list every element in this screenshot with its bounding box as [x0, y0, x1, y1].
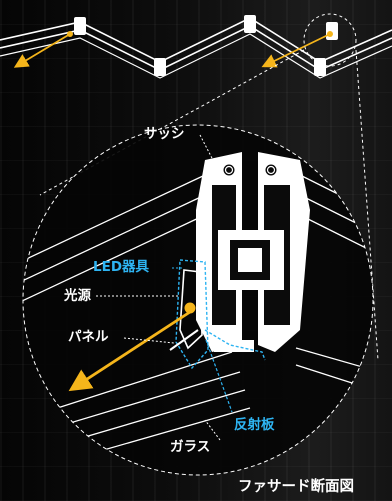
detail-leader-line: [39, 49, 305, 196]
sash-label: サッシ: [144, 126, 185, 142]
diagram-caption: ファサード断面図: [238, 479, 354, 495]
led-housing: [179, 269, 203, 350]
mullion-nodes: [74, 15, 338, 76]
glass-label: ガラス: [170, 439, 211, 455]
light-source-dot: [184, 302, 196, 314]
reflector-outline: [204, 329, 266, 361]
panel-diffuser: [169, 329, 199, 351]
reflector-leader: [205, 339, 233, 413]
led-fixture-outline: [175, 259, 209, 370]
light-arrows-small: [13, 33, 331, 68]
detail-marker-circle: [303, 13, 357, 67]
facade-zigzag-plan: [0, 17, 392, 79]
label-leaders: [96, 134, 221, 441]
light-source-label: 光源: [64, 288, 91, 304]
reflector-label: 反射板: [234, 417, 275, 433]
light-ray-arrow: [68, 310, 191, 392]
detail-leader-line: [355, 49, 379, 361]
led-fixture-label: LED器具: [93, 259, 150, 275]
sash-mullion: [196, 152, 310, 352]
light-source-dot-small: [67, 31, 73, 37]
light-source-dot-small: [327, 31, 333, 37]
panel-label: パネル: [68, 329, 109, 345]
